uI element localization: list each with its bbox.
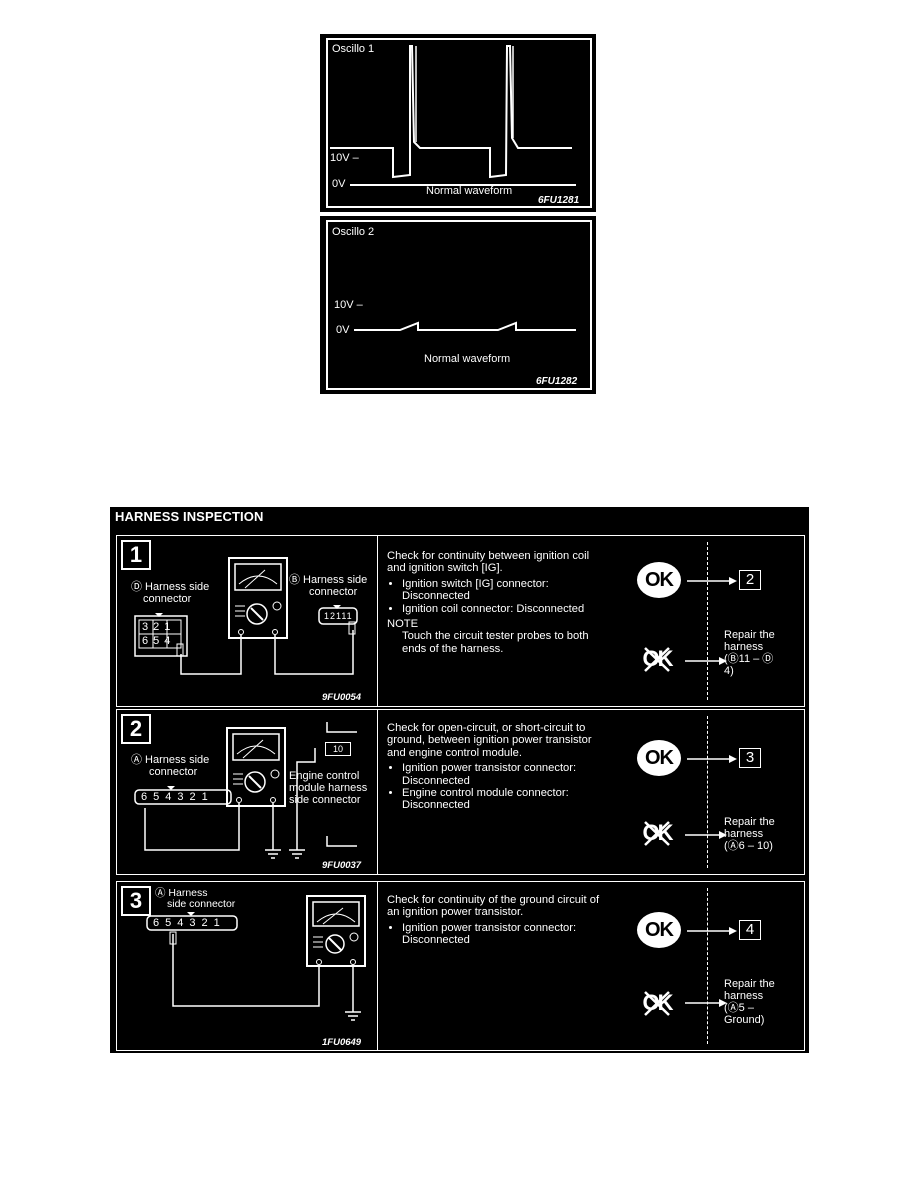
- step-1-description: Check for continuity between ignition co…: [387, 550, 607, 655]
- oscillo1-caption: Normal waveform: [426, 185, 513, 197]
- oscillo1-code: 6FU1281: [538, 195, 580, 206]
- ok-arrow: [687, 576, 737, 586]
- connector-b-pins: 12111: [324, 611, 353, 621]
- ecm-connector-label: Engine control module harness side conne…: [289, 770, 368, 806]
- connector-a-pins: 654321: [141, 791, 214, 803]
- diagram-code: 9FU0054: [322, 692, 362, 703]
- ng-arrow: [685, 998, 727, 1008]
- oscillo1-panel: Oscillo 1 10V – 0V Normal waveform 6FU12…: [320, 34, 596, 212]
- oscillo2-code: 6FU1282: [536, 376, 578, 387]
- ok-badge: OK: [637, 562, 681, 598]
- ng-arrow: [685, 830, 727, 840]
- oscillo2-screen: [326, 220, 592, 390]
- step-number: 2: [121, 714, 151, 744]
- oscillo2-10v-label: 10V –: [334, 299, 363, 311]
- oscillo2-waveform: [354, 321, 576, 331]
- next-step-box: 4: [739, 920, 761, 940]
- oscillo1-waveform: [330, 45, 576, 186]
- ok-arrow: [687, 754, 737, 764]
- ng-badge: OK: [635, 818, 679, 848]
- ok-badge: OK: [637, 912, 681, 948]
- step-number: 1: [121, 540, 151, 570]
- next-step-box: 2: [739, 570, 761, 590]
- pin-row-top: 321: [142, 621, 176, 633]
- next-step-box: 3: [739, 748, 761, 768]
- ok-badge: OK: [637, 740, 681, 776]
- harness-inspection-title: HARNESS INSPECTION: [115, 509, 264, 524]
- tester-diagram-2: [134, 722, 357, 859]
- ng-badge: OK: [635, 988, 679, 1018]
- connector-b-label: Ⓑ Harness side connector: [289, 574, 368, 598]
- step-2: 2 Ⓐ: [116, 709, 805, 875]
- ng-badge: OK: [635, 644, 679, 674]
- connector-a-label: Ⓐ Harness side connector: [131, 754, 210, 778]
- ok-arrow: [687, 926, 737, 936]
- diagram-code: 1FU0649: [322, 1037, 362, 1048]
- oscillo2-caption: Normal waveform: [424, 353, 511, 365]
- pin-10-box: 10: [325, 742, 351, 756]
- oscillo2-title: Oscillo 2: [332, 226, 375, 238]
- repair-text: Repair the harness (Ⓐ5 – Ground): [724, 978, 775, 1026]
- tester-diagram-1: [134, 557, 358, 675]
- oscillo2-panel: Oscillo 2 10V – 0V Normal waveform 6FU12…: [320, 216, 596, 394]
- oscillo2-0v-label: 0V: [336, 324, 350, 336]
- oscillo1-10v-label: 10V –: [330, 152, 359, 164]
- harness-inspection-panel: HARNESS INSPECTION 1: [110, 507, 809, 1053]
- oscillo1-title: Oscillo 1: [332, 43, 375, 55]
- diagram-code: 9FU0037: [322, 860, 362, 871]
- connector-d-label: Ⓓ Harness side connector: [131, 581, 210, 605]
- step-2-description: Check for open-circuit, or short-circuit…: [387, 722, 612, 812]
- repair-text: Repair the harness (Ⓑ11 – Ⓓ 4): [724, 629, 775, 677]
- ng-arrow: [685, 656, 727, 666]
- oscillo1-screen: [326, 38, 592, 208]
- step-3-description: Check for continuity of the ground circu…: [387, 894, 607, 947]
- step-3: 3 Ⓐ Harness side connector: [116, 881, 805, 1051]
- oscillo1-0v-label: 0V: [332, 178, 346, 190]
- step-number: 3: [121, 886, 151, 916]
- tester-diagram-3: [146, 895, 366, 1021]
- pin-row-bottom: 654: [142, 635, 176, 647]
- repair-text: Repair the harness (Ⓐ6 – 10): [724, 816, 775, 852]
- connector-a-label: Ⓐ Harness side connector: [155, 887, 236, 910]
- step-1: 1: [116, 535, 805, 707]
- connector-a-pins: 654321: [153, 917, 226, 929]
